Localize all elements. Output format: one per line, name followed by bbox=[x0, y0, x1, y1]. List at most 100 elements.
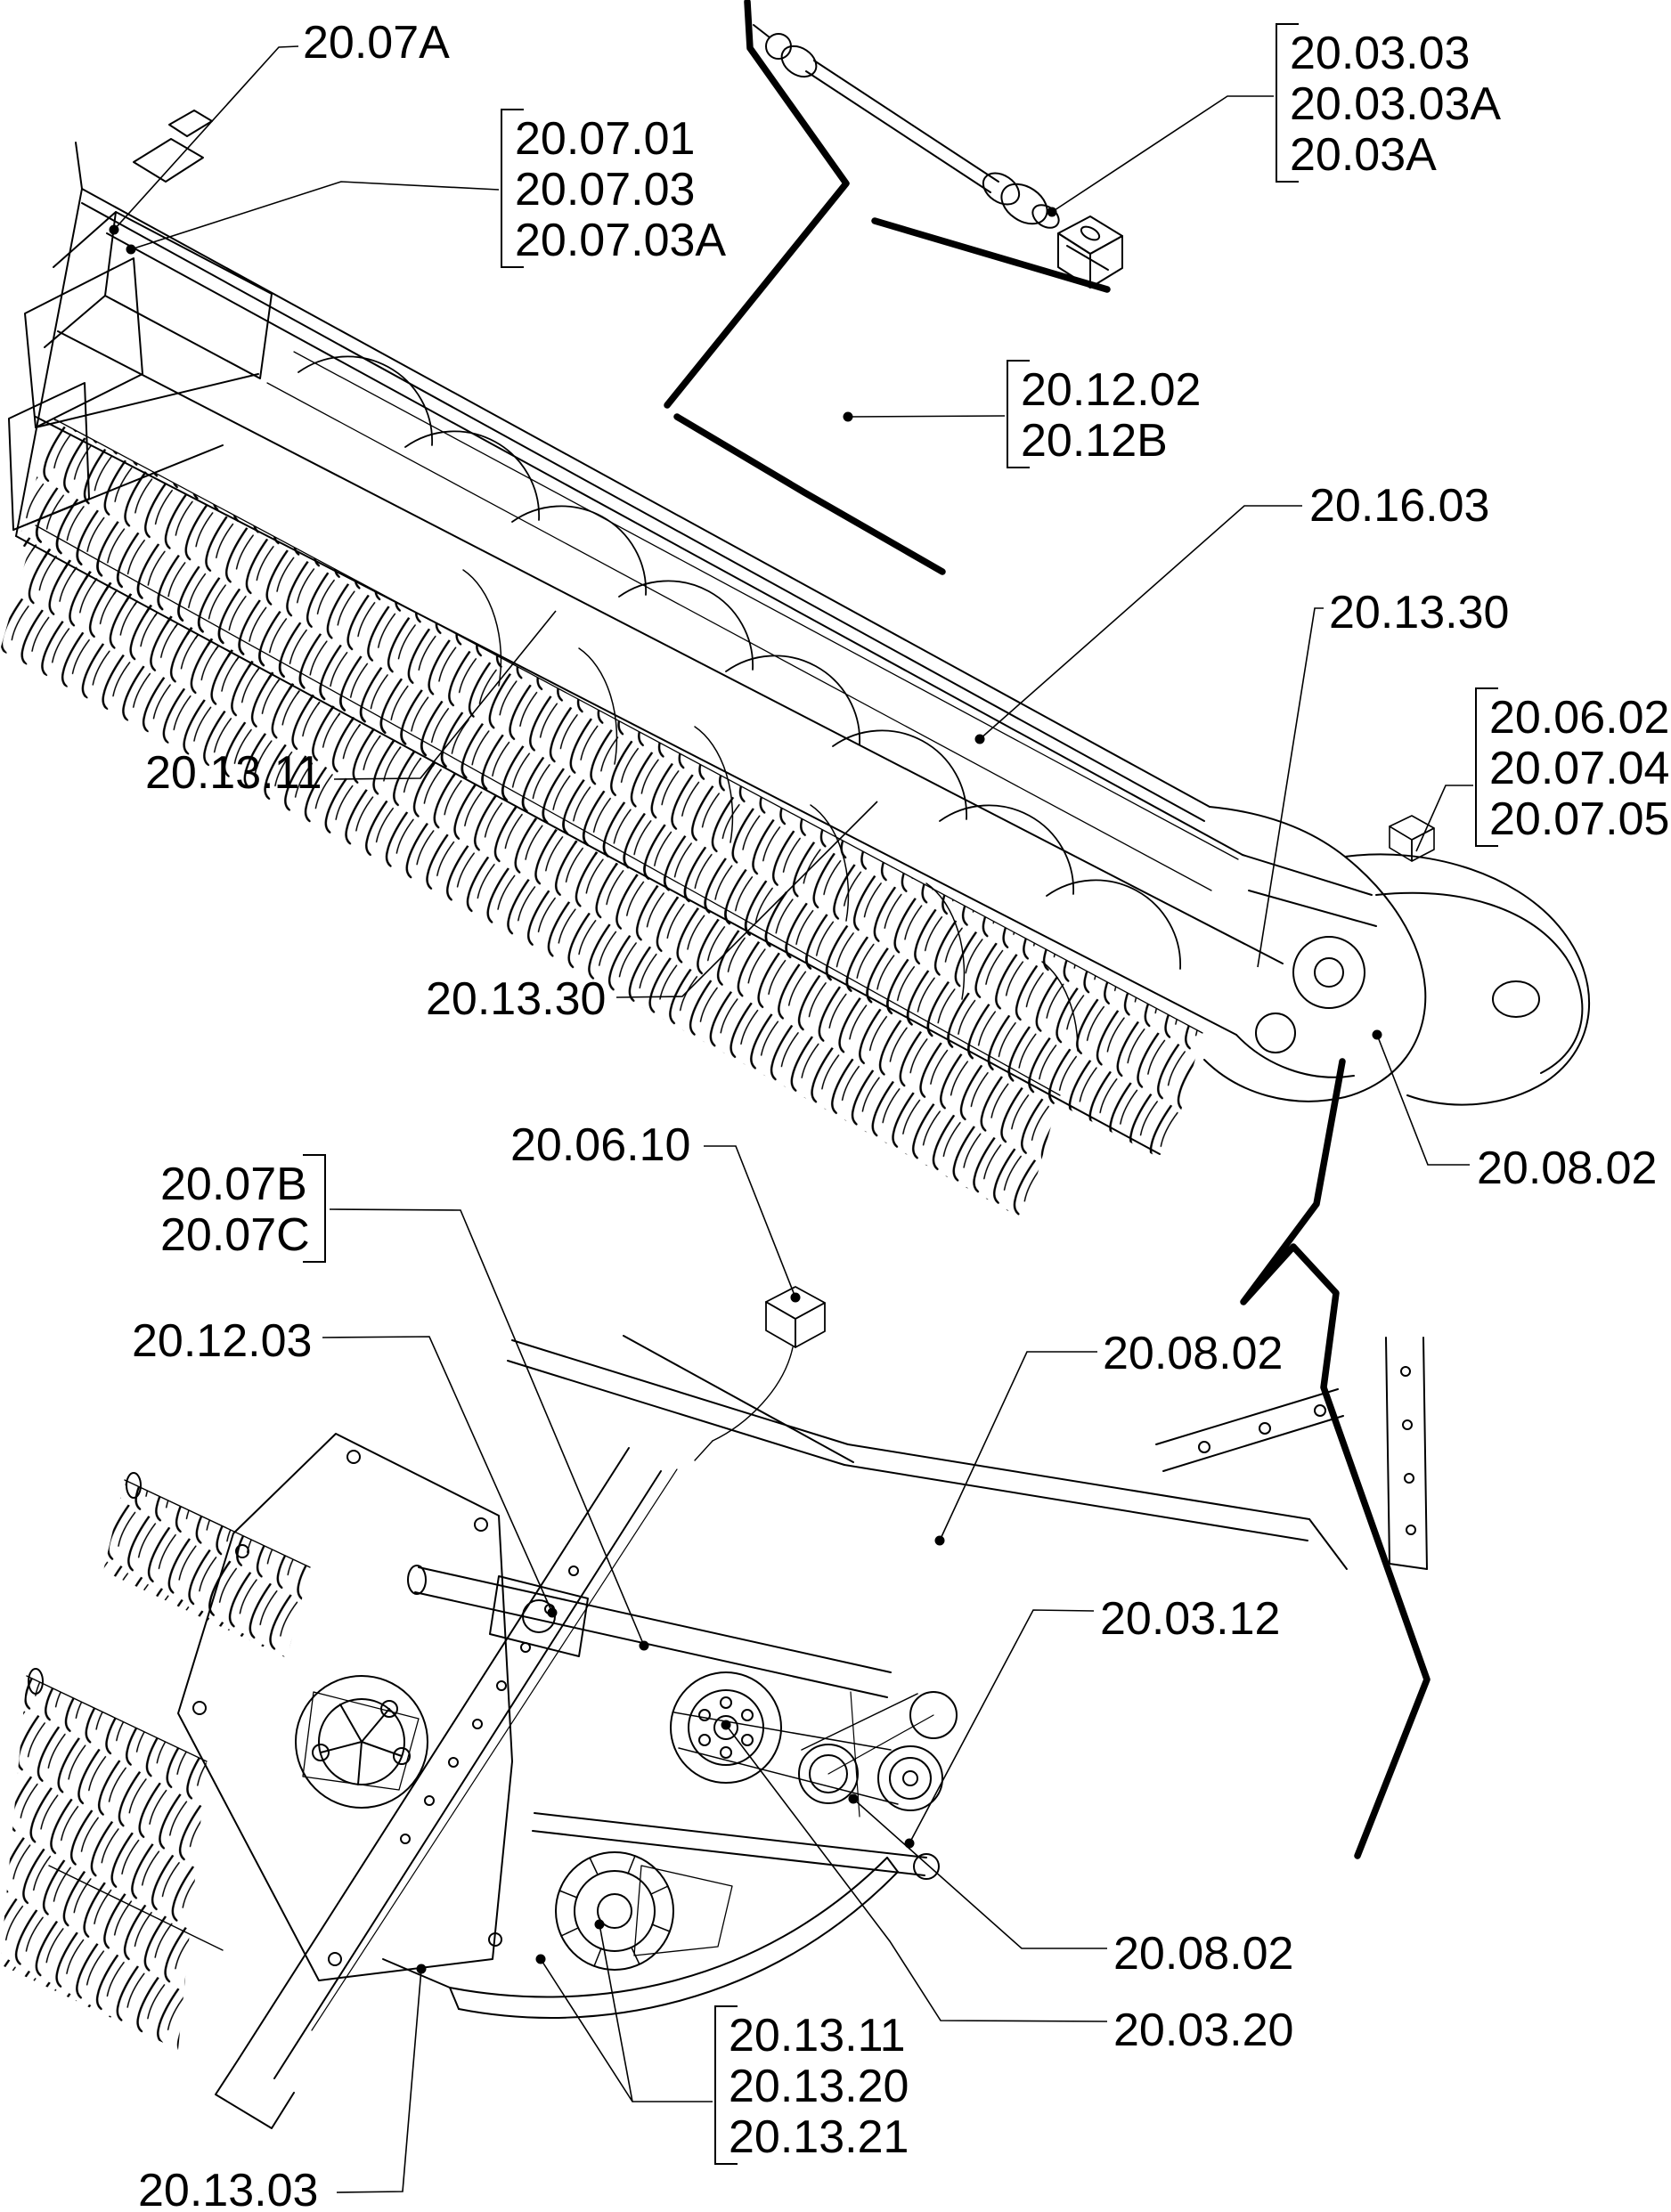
callout-label: 20.08.02 bbox=[1113, 1929, 1293, 1980]
callout-label: 20.06.10 bbox=[510, 1120, 690, 1171]
drive-pulleys bbox=[670, 1671, 958, 1811]
callout-line: 20.06.02 bbox=[1489, 692, 1670, 744]
callout-line: 20.12.02 bbox=[1021, 364, 1202, 416]
height-sensor-box bbox=[1389, 815, 1435, 862]
callout-label: 20.03.20 bbox=[1113, 2005, 1293, 2056]
callout-label: 20.13.30 bbox=[1329, 588, 1509, 638]
leader-line bbox=[725, 1724, 1108, 2022]
callout-bracket bbox=[1007, 360, 1030, 468]
leader-line bbox=[333, 610, 557, 780]
callout-line: 20.07.03A bbox=[515, 215, 727, 266]
callout-label: 20.03.12 bbox=[1100, 1594, 1280, 1645]
leader-line bbox=[540, 1958, 713, 2102]
callout-line: 20.08.02 bbox=[1477, 1143, 1658, 1194]
callout-line: 20.12.03 bbox=[132, 1315, 313, 1367]
leader-line bbox=[909, 1609, 1095, 1844]
callout-line: 20.13.30 bbox=[1329, 587, 1510, 638]
callout-line: 20.06.10 bbox=[510, 1119, 691, 1171]
callout-line: 20.13.30 bbox=[426, 973, 607, 1025]
callout-line: 20.07A bbox=[303, 17, 450, 69]
separator-lines bbox=[664, 0, 1431, 1859]
callout-label: 20.12.03 bbox=[132, 1316, 312, 1367]
callout-line: 20.07C bbox=[160, 1209, 310, 1261]
leader-line bbox=[322, 1336, 553, 1614]
leader-line bbox=[1051, 95, 1274, 213]
leader-dot bbox=[790, 1292, 801, 1303]
leader-line bbox=[329, 1208, 645, 1647]
callout-line: 20.13.11 bbox=[729, 2010, 906, 2062]
callout-line: 20.07.05 bbox=[1489, 793, 1670, 845]
leader-dot bbox=[848, 1793, 859, 1804]
leader-dot bbox=[904, 1838, 915, 1849]
leader-line bbox=[615, 801, 878, 998]
callout-bracket bbox=[714, 2005, 738, 2165]
callout-line: 20.07.01 bbox=[515, 113, 696, 165]
leader-line bbox=[704, 1145, 796, 1298]
callout-bracket bbox=[302, 1154, 326, 1263]
callout-label: 20.13.03 bbox=[138, 2166, 318, 2212]
callout-line: 20.03.03A bbox=[1290, 78, 1502, 130]
callout-line: 20.12B bbox=[1021, 415, 1168, 467]
callout-label: 20.08.02 bbox=[1477, 1143, 1657, 1194]
leader-line bbox=[1415, 785, 1473, 852]
callout-line: 20.13.03 bbox=[138, 2165, 319, 2212]
leader-line bbox=[1257, 607, 1324, 968]
callout-line: 20.16.03 bbox=[1309, 480, 1490, 532]
callout-line: 20.03.12 bbox=[1100, 1593, 1281, 1645]
crop-guard-arches bbox=[298, 355, 1181, 970]
lower-frame-rail bbox=[532, 1691, 940, 1880]
callout-line: 20.08.02 bbox=[1113, 1928, 1294, 1980]
leader-dot bbox=[974, 734, 985, 744]
leader-line bbox=[113, 45, 299, 231]
pickup-header-illustration bbox=[0, 110, 1591, 1220]
callout-line: 20.13.20 bbox=[729, 2061, 909, 2112]
leader-dot bbox=[843, 411, 853, 422]
leader-dot bbox=[594, 1919, 605, 1930]
callout-line: 20.07B bbox=[160, 1159, 307, 1210]
callout-line: 20.08.02 bbox=[1103, 1328, 1284, 1379]
leader-dot bbox=[639, 1640, 649, 1651]
leader-line bbox=[979, 505, 1302, 740]
leader-line bbox=[599, 1923, 633, 2102]
electrical-sensor-box bbox=[694, 1286, 826, 1461]
callout-label: 20.08.02 bbox=[1103, 1329, 1283, 1379]
leader-dot bbox=[416, 1964, 427, 1974]
leader-dot bbox=[547, 1607, 558, 1618]
coupler-box bbox=[1057, 216, 1123, 289]
lower-tine-clusters bbox=[0, 1472, 311, 2050]
leader-dot bbox=[721, 1720, 731, 1730]
callout-line: 20.07.03 bbox=[515, 164, 696, 216]
leader-dot bbox=[535, 1954, 546, 1964]
torque-tube bbox=[407, 1565, 892, 1698]
callout-line: 20.13.21 bbox=[729, 2111, 909, 2163]
callout-label: 20.16.03 bbox=[1309, 481, 1489, 532]
callout-label: 20.13.30 bbox=[426, 974, 606, 1025]
leader-dot bbox=[109, 224, 119, 235]
leader-line bbox=[336, 1968, 422, 2193]
callout-line: 20.03.20 bbox=[1113, 2005, 1294, 2056]
callout-line: 20.03A bbox=[1290, 129, 1437, 181]
cam-drive-hub bbox=[555, 1851, 733, 1971]
leader-dot bbox=[934, 1535, 945, 1546]
callout-line: 20.03.03 bbox=[1290, 28, 1471, 79]
callout-label: 20.13.11 bbox=[145, 748, 322, 799]
leader-line bbox=[130, 181, 500, 250]
callout-line: 20.07.04 bbox=[1489, 743, 1670, 794]
upper-frame-beams bbox=[507, 1335, 1428, 1570]
skid-shoe bbox=[382, 1857, 899, 2019]
leader-line bbox=[852, 1798, 1107, 1949]
callout-line: 20.13.11 bbox=[145, 747, 322, 799]
leader-dot bbox=[126, 244, 136, 255]
leader-dot bbox=[1372, 1029, 1382, 1040]
callout-bracket bbox=[1475, 687, 1498, 847]
callout-bracket bbox=[1276, 23, 1299, 183]
leader-line bbox=[847, 415, 1006, 418]
